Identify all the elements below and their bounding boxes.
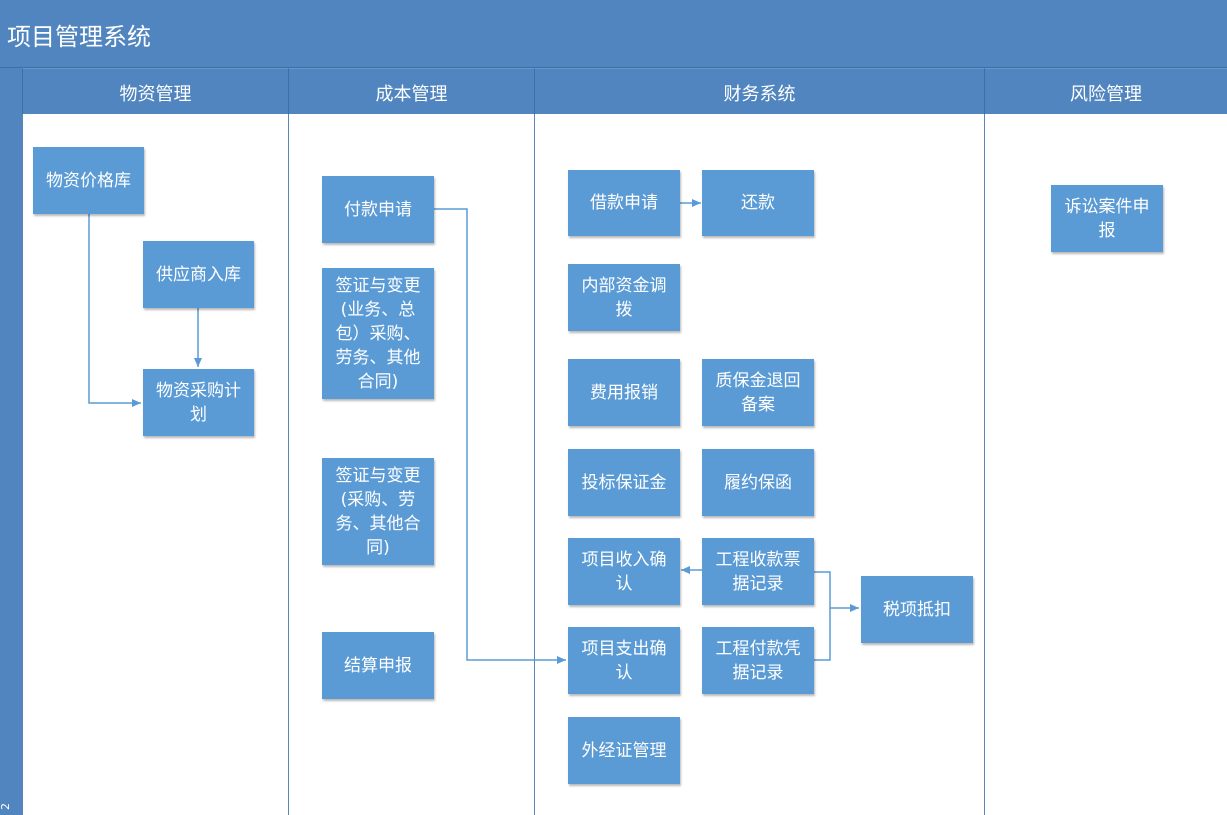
lane-title: 物资管理 [119,84,192,105]
node-visa-change-1[interactable]: 签证与变更 (业务、总 包）采购、 劳务、其他 合同) [322,268,434,399]
lane-divider [984,114,985,815]
edge-receipt-to-tax [814,571,859,612]
page-title: 项目管理系统 [7,23,151,51]
node-payment-request[interactable]: 付款申请 [322,176,434,243]
node-bid-bond[interactable]: 投标保证金 [568,449,680,516]
node-visa-change-2[interactable]: 签证与变更 (采购、劳 务、其他合 同) [322,458,434,565]
node-expense-reimbursement[interactable]: 费用报销 [568,359,680,426]
edge-price-to-plan [88,214,141,407]
edge-payment-to-expense [434,208,566,664]
lane-header-cost: 成本管理 [288,68,534,114]
lane-title: 风险管理 [1070,84,1142,105]
edge-voucher-to-tax [814,608,831,661]
node-project-receipt-record[interactable]: 工程收款票 据记录 [702,538,814,605]
node-litigation-report[interactable]: 诉讼案件申 报 [1051,185,1163,252]
node-external-cert[interactable]: 外经证管理 [568,717,680,784]
node-tax-deduction[interactable]: 税项抵扣 [861,576,973,643]
lane-title: 成本管理 [375,84,448,105]
node-warranty-refund[interactable]: 质保金退回 备案 [702,359,814,426]
lane-title: 财务系统 [723,84,796,105]
node-loan-request[interactable]: 借款申请 [568,170,680,236]
node-project-income[interactable]: 项目收入确 认 [568,538,680,605]
node-project-expense[interactable]: 项目支出确 认 [568,627,680,694]
node-settlement[interactable]: 结算申报 [322,632,434,699]
lane-header-materials: 物资管理 [22,68,288,114]
node-material-price-library[interactable]: 物资价格库 [33,147,144,214]
lane-header-risk: 风险管理 [984,68,1227,114]
node-material-purchase-plan[interactable]: 物资采购计 划 [143,369,254,436]
pool-left-strip: 2 [0,68,22,815]
lane-divider [22,114,23,815]
node-supplier-onboarding[interactable]: 供应商入库 [143,241,254,308]
lane-divider [288,114,289,815]
lane-header-finance: 财务系统 [534,68,984,114]
node-project-payment-record[interactable]: 工程付款凭 据记录 [702,627,814,694]
pool-side-label: 2 [0,803,12,810]
title-bar: 项目管理系统 [0,0,1227,68]
lane-divider [534,114,535,815]
node-performance-guarantee[interactable]: 履约保函 [702,449,814,516]
node-repayment[interactable]: 还款 [702,170,814,236]
node-internal-fund-transfer[interactable]: 内部资金调 拨 [568,264,680,331]
